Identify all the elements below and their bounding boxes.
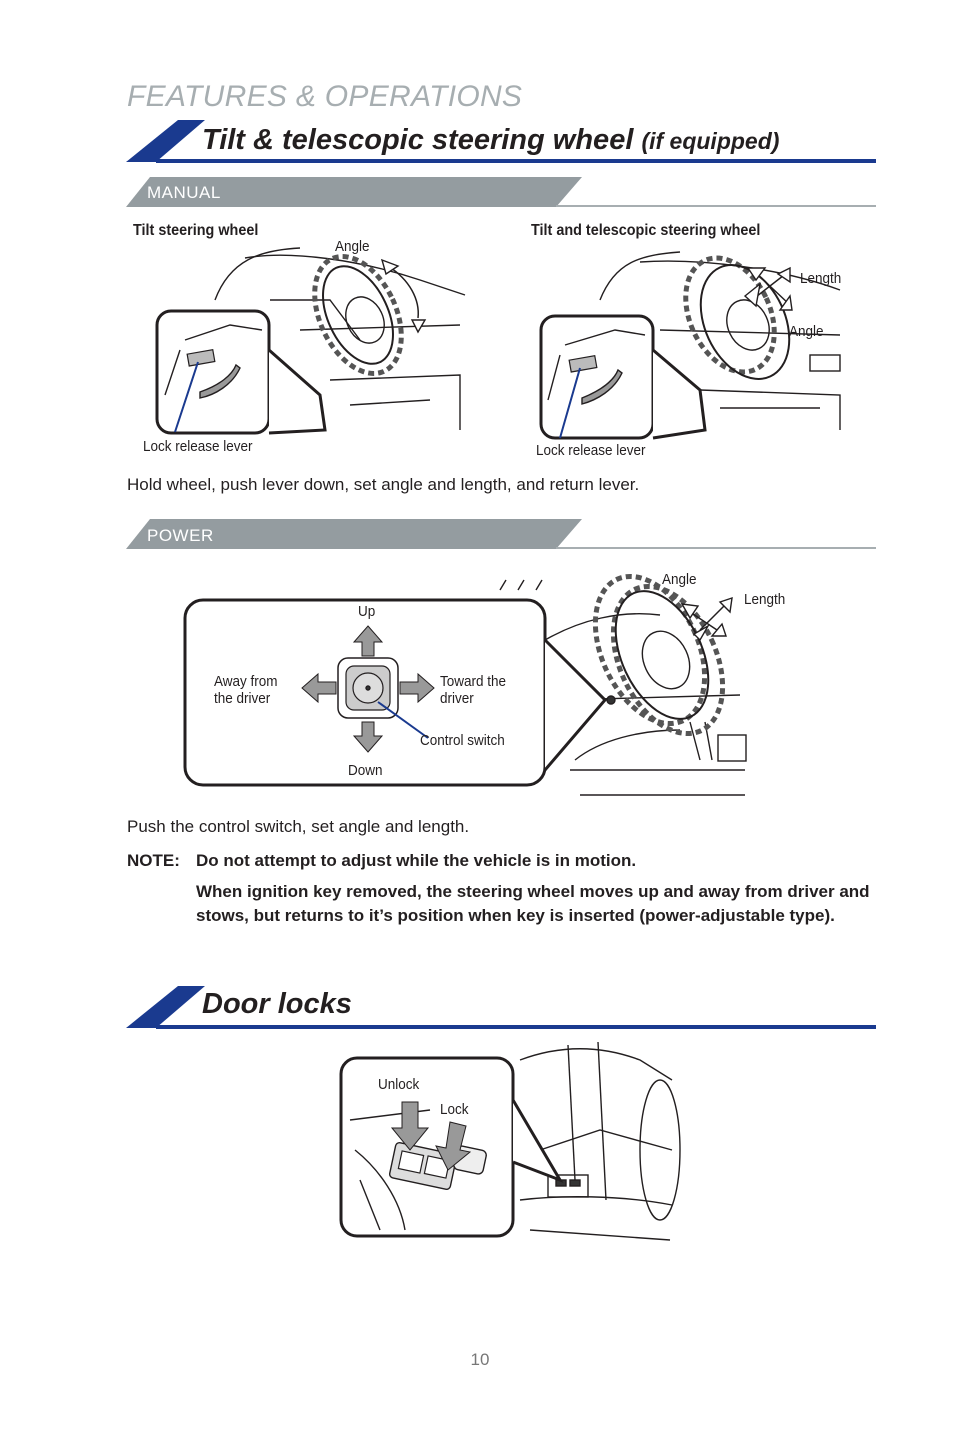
door-locks-title: Door locks [202, 988, 352, 1020]
steering-title-suffix: (if equipped) [641, 128, 780, 154]
unlock-label: Unlock [378, 1076, 420, 1093]
section-header: FEATURES & OPERATIONS [127, 80, 523, 113]
telescopic-length-label: Length [800, 270, 842, 287]
tilt-angle-label: Angle [335, 238, 370, 255]
power-up-label: Up [358, 603, 376, 620]
note-line-1: Do not attempt to adjust while the vehic… [196, 851, 637, 870]
telescopic-lock-release-label: Lock release lever [536, 442, 646, 459]
power-toward-label: Toward the driver [440, 673, 507, 707]
tilt-caption: Tilt steering wheel [133, 222, 259, 239]
power-illustration [183, 573, 747, 796]
tilt-lock-release-label: Lock release lever [143, 438, 253, 455]
door-lock-illustration [339, 1041, 681, 1241]
manual-bar [126, 177, 876, 207]
title-bar-steering [126, 120, 876, 163]
note-prefix: NOTE: [127, 851, 180, 870]
power-down-label: Down [348, 762, 383, 779]
page-number: 10 [470, 1350, 490, 1369]
power-label: POWER [147, 526, 214, 545]
power-bar [126, 519, 876, 549]
note-line-2: When ignition key removed, the steering … [196, 882, 870, 925]
telescopic-caption: Tilt and telescopic steering wheel [531, 222, 761, 239]
lock-label: Lock [440, 1101, 469, 1118]
telescopic-wheel-illustration [539, 251, 841, 440]
power-control-switch-label: Control switch [420, 732, 505, 749]
tilt-wheel-illustration [155, 247, 466, 435]
power-angle-label: Angle [662, 571, 697, 588]
power-away-label: Away from the driver [214, 673, 278, 707]
manual-instruction: Hold wheel, push lever down, set angle a… [127, 475, 640, 494]
title-bar-door-locks [126, 986, 876, 1029]
manual-illustrations [155, 247, 841, 440]
telescopic-angle-label: Angle [789, 323, 824, 340]
power-instruction: Push the control switch, set angle and l… [127, 817, 470, 836]
power-length-label: Length [744, 591, 786, 608]
steering-title: Tilt & telescopic steering wheel (if equ… [202, 124, 779, 157]
steering-title-main: Tilt & telescopic steering wheel [202, 124, 634, 156]
manual-label: MANUAL [147, 183, 221, 202]
